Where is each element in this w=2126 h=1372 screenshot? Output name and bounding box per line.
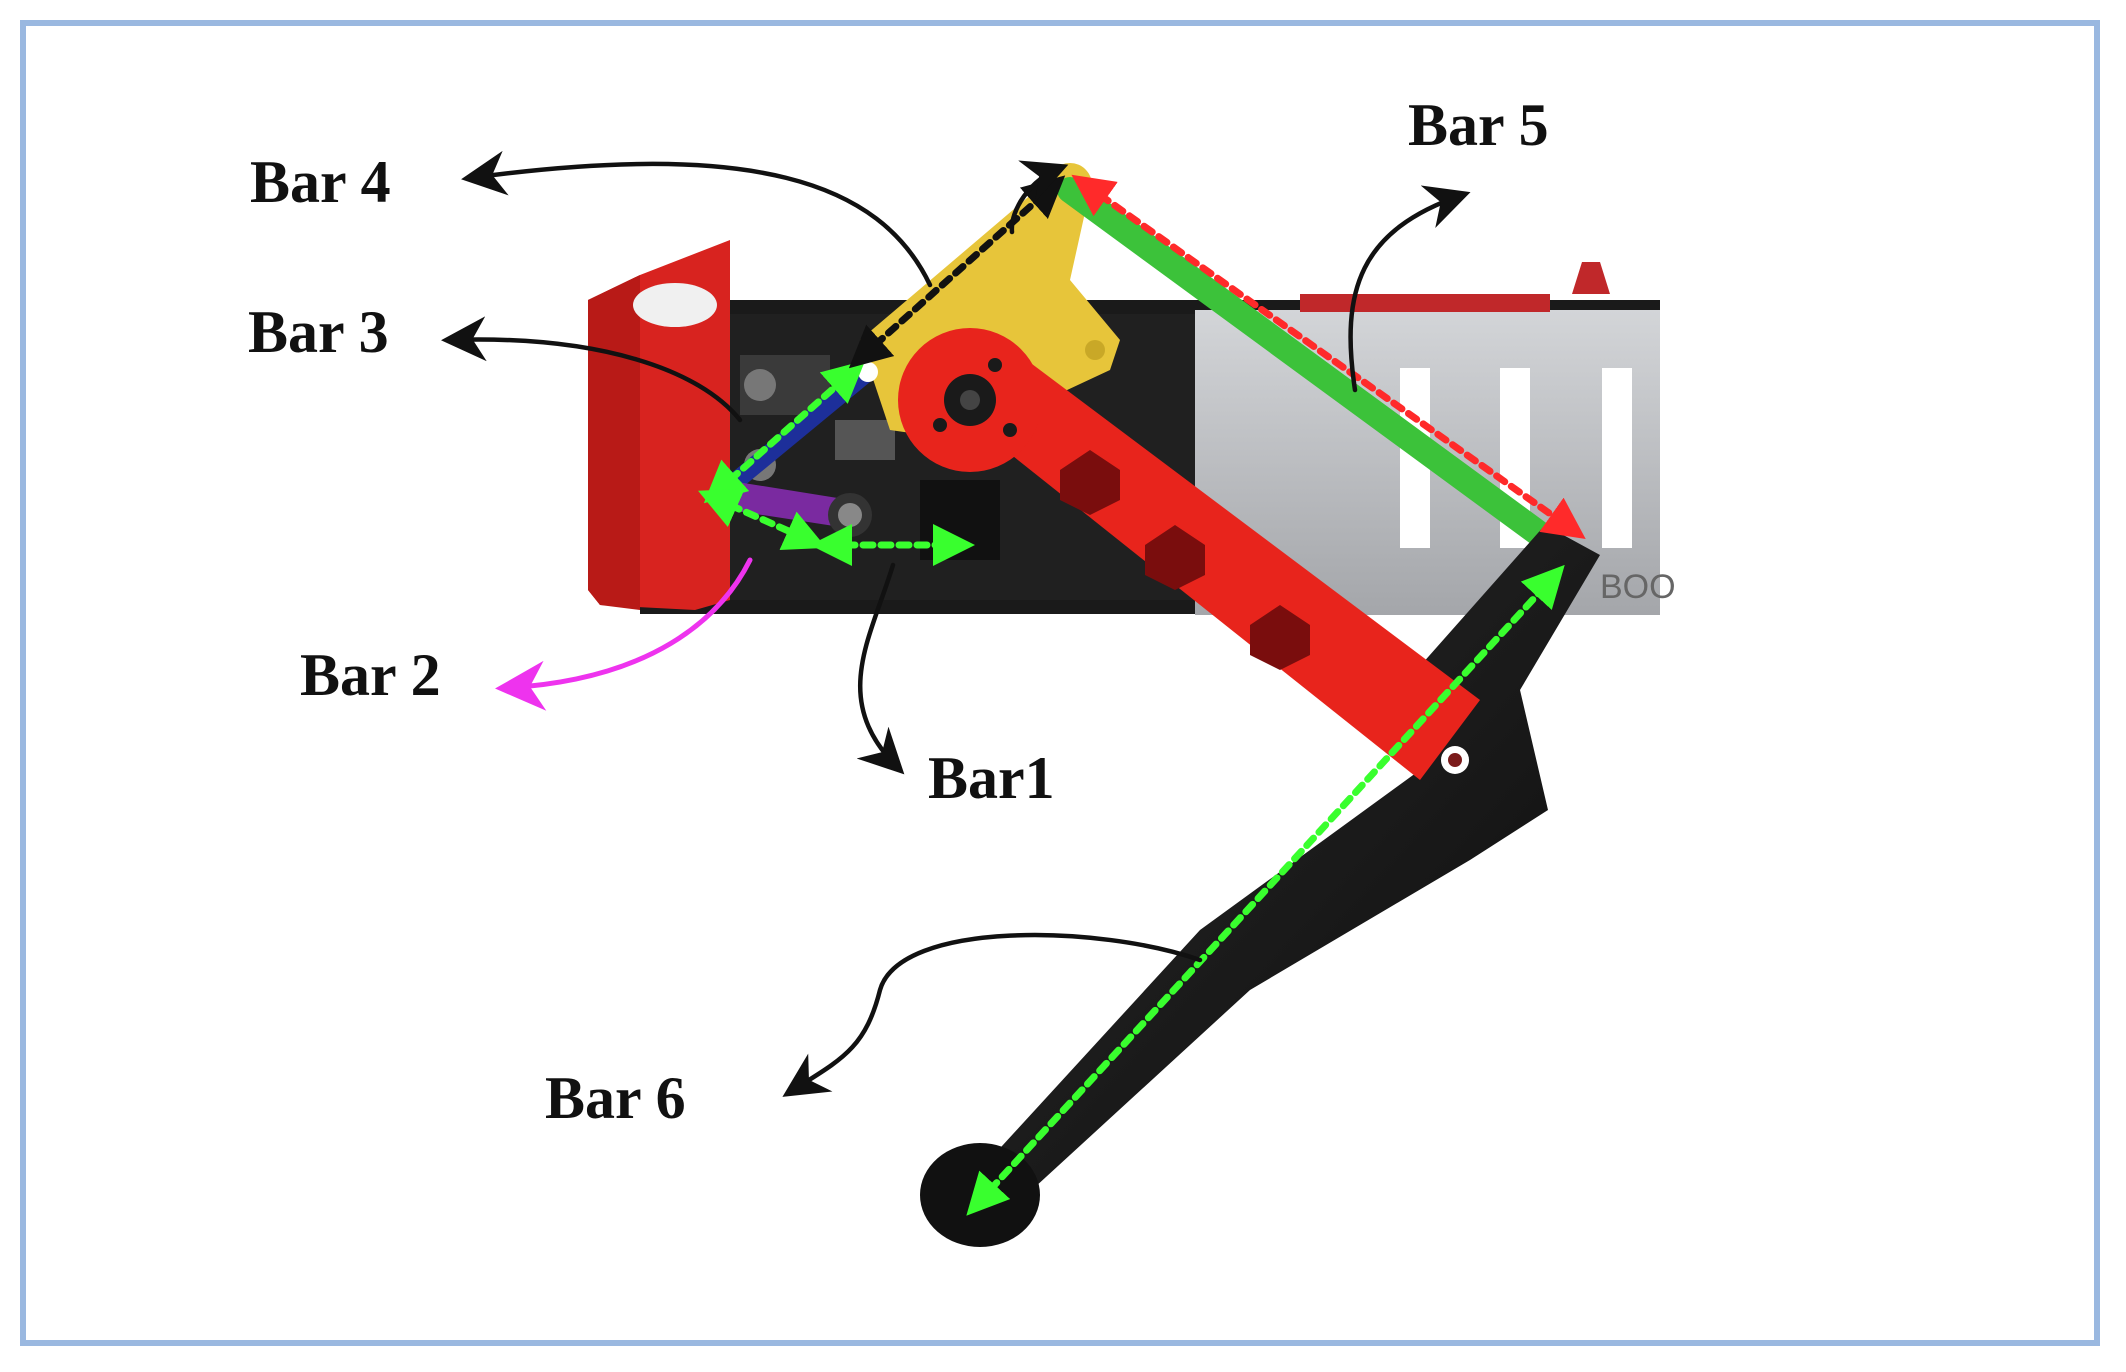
leader-arrow-bar6 [782, 932, 1203, 1097]
leader-arrow-bar5 [1348, 185, 1471, 393]
dashed-line-bar5 [1071, 174, 1586, 540]
dashed-line-bar4 [848, 175, 1066, 369]
dashed-line-bar3 [703, 360, 866, 504]
leader-arrow-bar3 [441, 316, 743, 423]
label-bar5: Bar 5 [1408, 92, 1549, 158]
leader-arrow-bar4-top [1009, 160, 1069, 235]
leader-arrow-bar1 [856, 562, 905, 775]
svg-text:BOO: BOO [1600, 568, 1676, 606]
leader-arrow-bar4 [461, 150, 933, 288]
red-motor-body [588, 240, 730, 610]
label-bar6: Bar 6 [545, 1065, 686, 1131]
label-bar1: Bar1 [928, 745, 1055, 811]
dashed-line-bar2 [698, 488, 827, 550]
leader-arrows [441, 150, 1471, 1097]
leader-arrow-bar2 [495, 557, 753, 711]
label-bar2: Bar 2 [300, 642, 441, 708]
dashed-line-bar6 [966, 564, 1565, 1216]
label-bar3: Bar 3 [248, 299, 389, 365]
kinematic-dashed-lines [698, 174, 1586, 1216]
label-bar4: Bar 4 [250, 149, 391, 215]
